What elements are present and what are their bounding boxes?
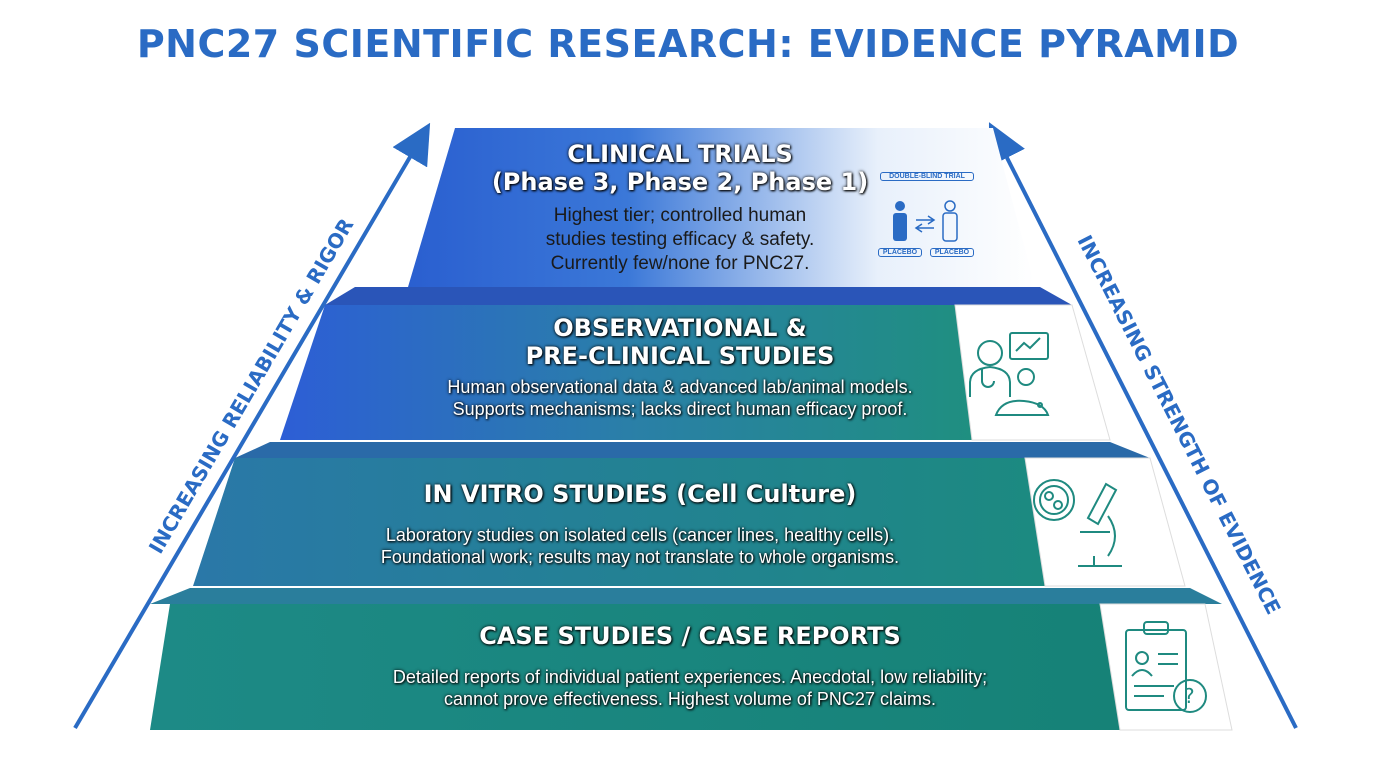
tier-subheading: (Phase 3, Phase 2, Phase 1) [491, 168, 869, 196]
page-title: PNC27 SCIENTIFIC RESEARCH: EVIDENCE PYRA… [136, 22, 1240, 66]
tier-in-vitro: IN VITRO STUDIES (Cell Culture) Laborato… [280, 480, 1000, 568]
doctor-mouse-icon [969, 332, 1050, 416]
tier-observational-preclinical: OBSERVATIONAL & PRE-CLINICAL STUDIES Hum… [380, 314, 980, 420]
double-blind-trial-icon: DOUBLE-BLIND TRIAL PLACEBO PLACEBO [878, 170, 976, 265]
tier-desc-line: cannot prove effectiveness. Highest volu… [444, 689, 936, 709]
tier-2-shape [280, 305, 972, 440]
tier-3-shape [193, 458, 1045, 586]
microscope-petri-dish-icon [1033, 479, 1122, 567]
icon-label: PLACEBO [878, 248, 922, 257]
tier-subheading: PRE-CLINICAL STUDIES [525, 342, 835, 370]
tier-heading: OBSERVATIONAL & [553, 314, 807, 342]
tier-desc-line: Supports mechanisms; lacks direct human … [452, 399, 908, 419]
icon-label: PLACEBO [930, 248, 974, 257]
tier-1-shape [408, 128, 1035, 287]
tier-desc-line: Highest tier; controlled human [553, 205, 807, 226]
tier-clinical-trials: CLINICAL TRIALS (Phase 3, Phase 2, Phase… [470, 140, 890, 276]
tier-heading: CASE STUDIES / CASE REPORTS [479, 622, 901, 650]
tier-4-shape [150, 604, 1120, 730]
tier-case-studies: CASE STUDIES / CASE REPORTS Detailed rep… [290, 622, 1090, 710]
icon-label: DOUBLE-BLIND TRIAL [880, 172, 974, 181]
tier-desc-line: Foundational work; results may not trans… [380, 547, 900, 567]
left-arrow [73, 122, 431, 730]
tier-desc-line: studies testing efficacy & safety. [545, 229, 815, 250]
tier-desc-line: Laboratory studies on isolated cells (ca… [385, 525, 895, 545]
tier-desc-line: Human observational data & advanced lab/… [447, 377, 913, 397]
tier-heading: IN VITRO STUDIES (Cell Culture) [423, 480, 857, 508]
tier-desc-line: Detailed reports of individual patient e… [392, 667, 988, 687]
tier-heading: CLINICAL TRIALS [567, 140, 793, 168]
right-arrow [988, 122, 1298, 729]
svg-text:?: ? [1184, 684, 1195, 708]
tier-desc-line: Currently few/none for PNC27. [550, 253, 810, 274]
clipboard-question-icon: ? [1125, 621, 1207, 713]
